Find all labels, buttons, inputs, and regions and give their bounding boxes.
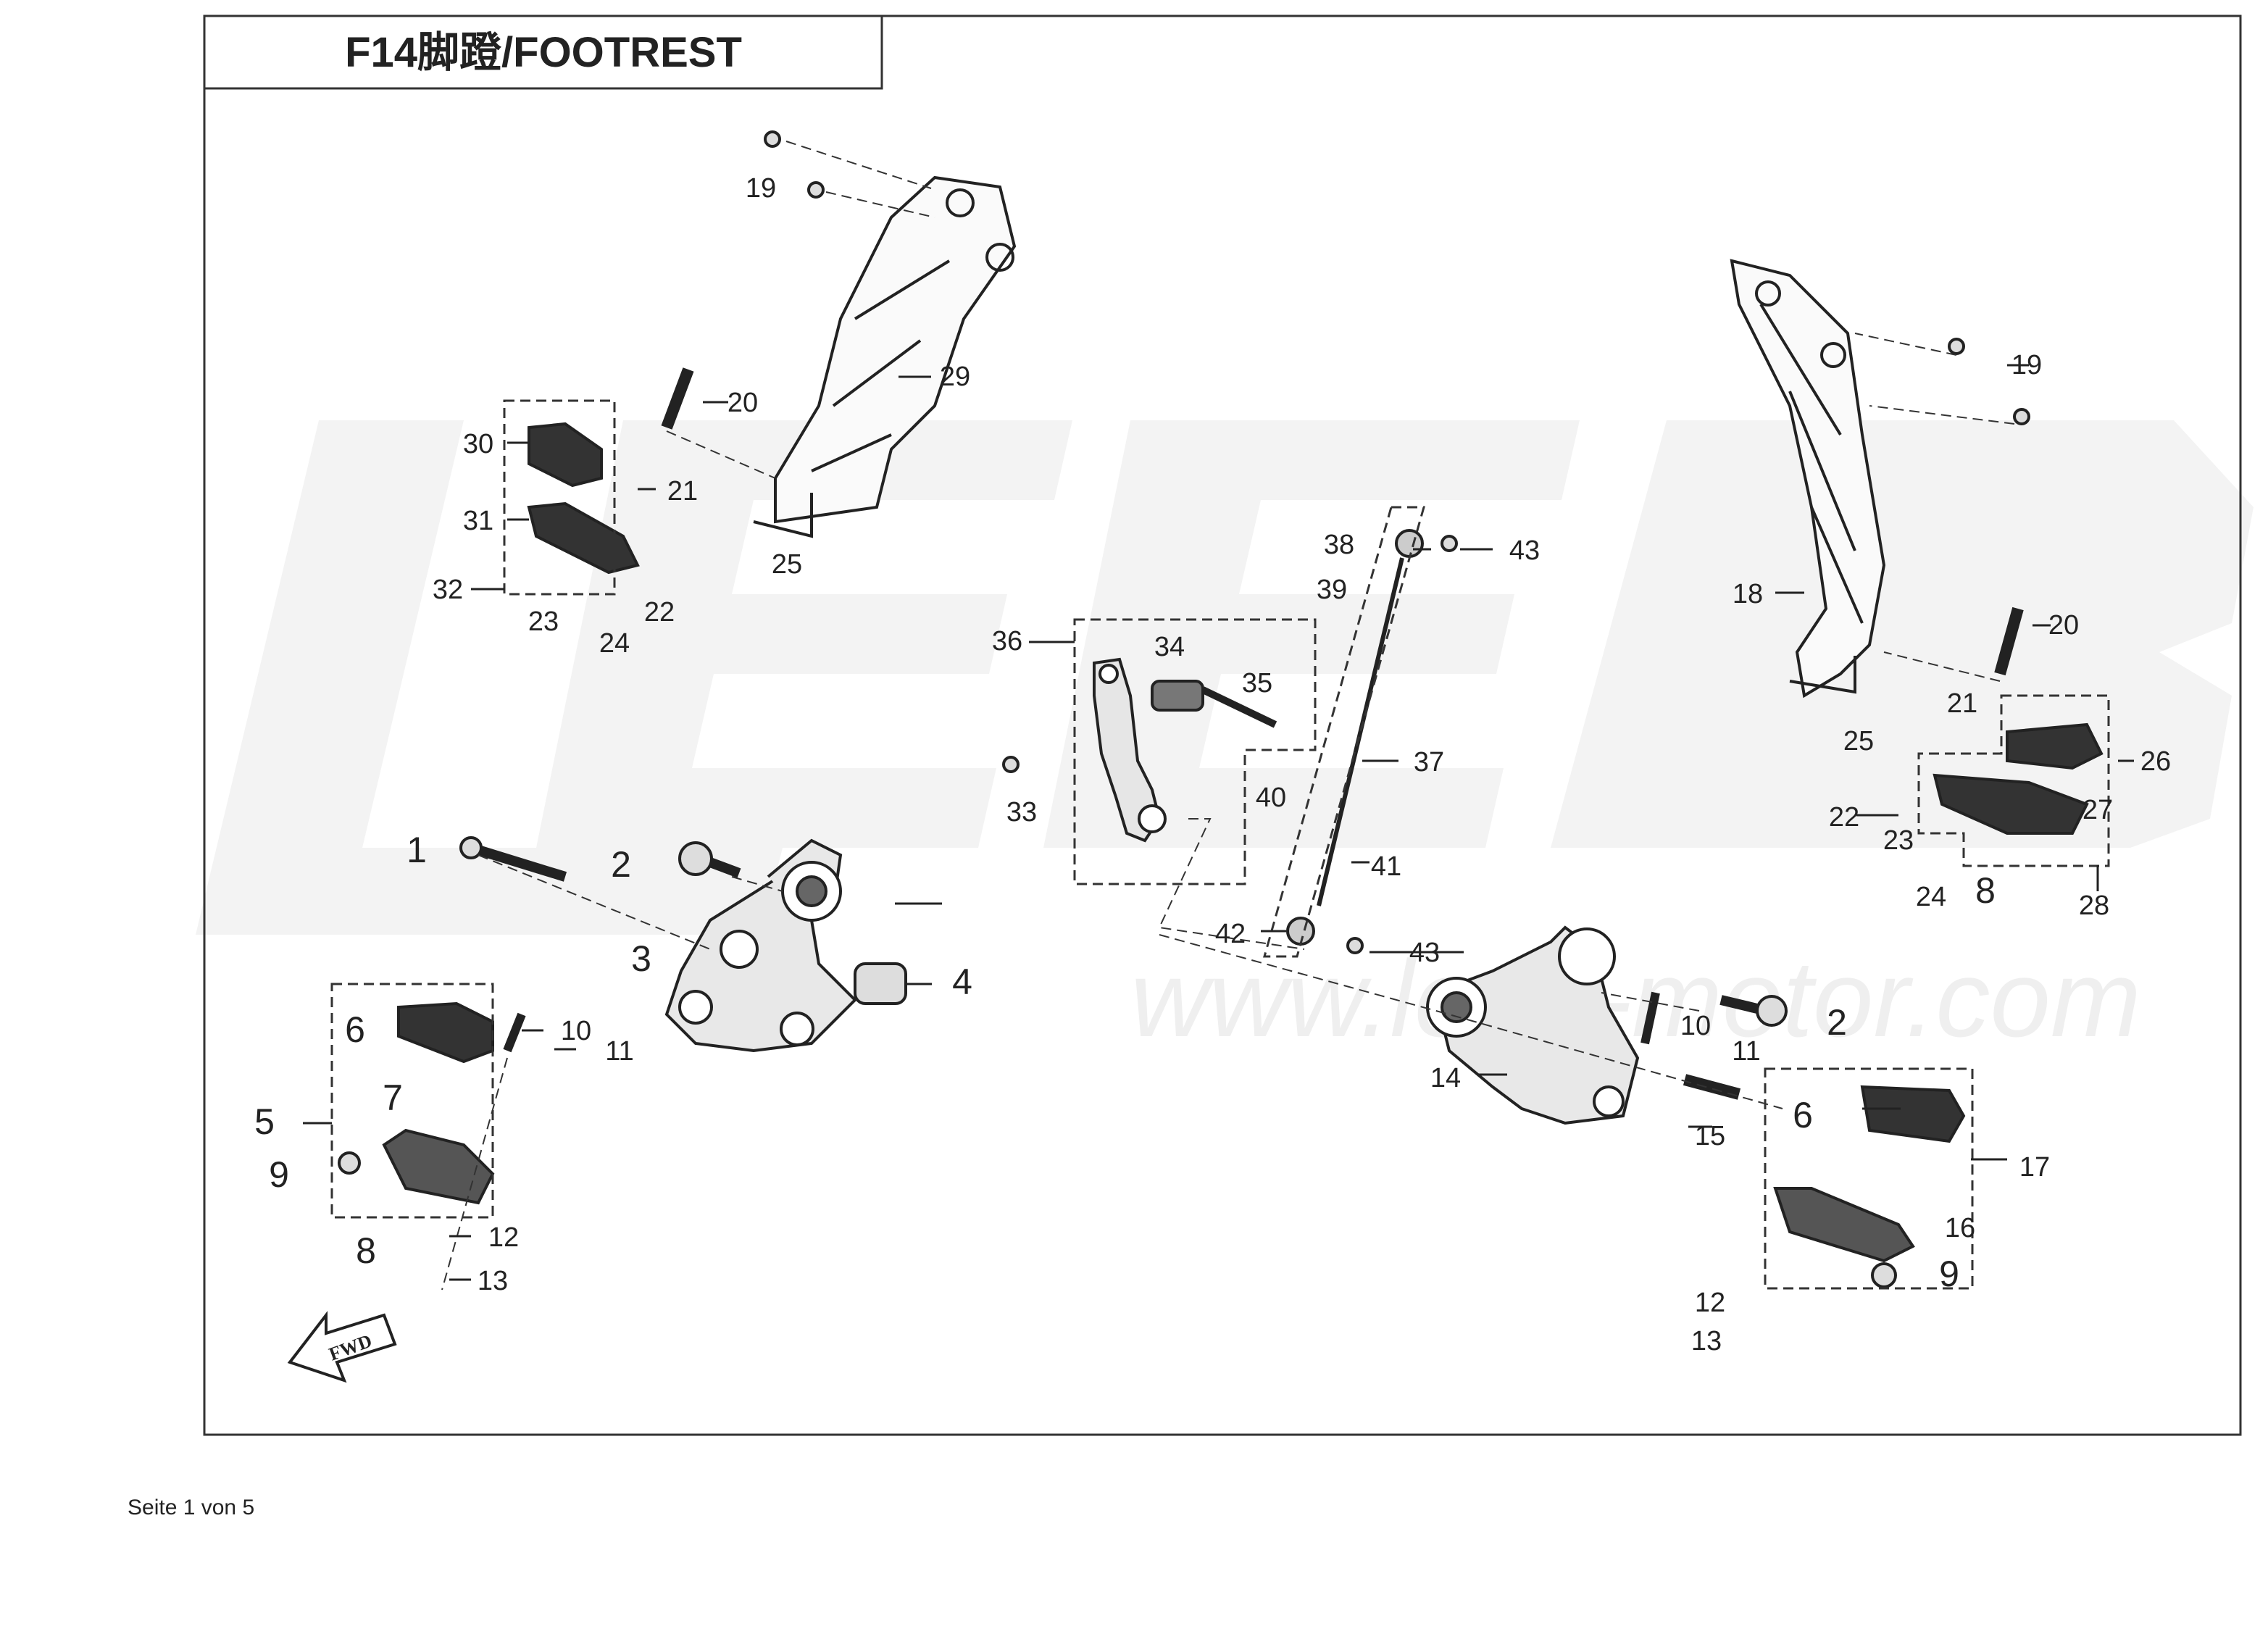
watermark: www.leeb-motor.com <box>196 420 2254 1059</box>
part-number-label: 24 <box>599 628 630 659</box>
part-number-label: 38 <box>1324 530 1354 560</box>
title-box <box>204 16 883 90</box>
part-number-label: 15 <box>1695 1121 1725 1151</box>
part-number-label: 11 <box>605 1036 633 1067</box>
group-box-28 <box>1917 694 2110 867</box>
group-box-17 <box>1764 1067 1974 1290</box>
part-number-label: 21 <box>1947 688 1977 719</box>
part-number-label: 14 <box>1430 1063 1461 1093</box>
part-number-label: 2 <box>611 844 631 885</box>
fwd-arrow-icon: FWD <box>287 1311 397 1383</box>
part-number-label: 22 <box>1829 802 1859 833</box>
part-number-label: 26 <box>2140 746 2171 777</box>
part-number-label: 19 <box>2011 350 2042 380</box>
part-number-label: 43 <box>1409 938 1440 968</box>
fasteners <box>338 130 2030 1288</box>
part-number-label: 40 <box>1256 783 1286 813</box>
page-title: F14脚蹬/FOOTREST <box>345 29 742 76</box>
part-number-label: 35 <box>1242 668 1272 699</box>
left-footrest-holder <box>664 838 857 1053</box>
group-box-36 <box>1073 618 1317 885</box>
right-pillion-bracket <box>1730 259 1886 699</box>
part-number-label: 8 <box>356 1230 376 1271</box>
part-number-label: 41 <box>1371 851 1401 882</box>
part-number-label: 12 <box>488 1222 519 1253</box>
part-number-label: 16 <box>1945 1213 1975 1243</box>
part-number-label: 6 <box>1793 1095 1813 1135</box>
left-pillion-bracket <box>753 175 1017 538</box>
part-number-label: 11 <box>1732 1036 1760 1067</box>
part-number-label: 5 <box>254 1101 275 1142</box>
part-number-label: 13 <box>1691 1326 1722 1356</box>
group-boxes <box>330 399 2110 1290</box>
group-box-37 <box>1263 506 1425 958</box>
part-number-label: 27 <box>2083 795 2113 825</box>
part-number-label: 25 <box>1843 726 1874 756</box>
part-number-label: 21 <box>667 476 698 506</box>
drawing-frame <box>203 14 2242 1436</box>
part-number-label: 31 <box>463 506 493 536</box>
part-number-label: 29 <box>940 362 970 392</box>
group-box-32 <box>503 399 616 596</box>
part-number-label: 36 <box>992 626 1022 656</box>
part-number-label: 2 <box>1827 1002 1847 1043</box>
part-number-label: 39 <box>1317 575 1347 605</box>
part-number-label: 25 <box>772 549 802 580</box>
right-pillion-peg <box>1933 722 2104 835</box>
part-number-label: 19 <box>746 173 776 204</box>
part-number-label: 34 <box>1154 632 1185 662</box>
part-number-label: 7 <box>383 1077 403 1118</box>
part-number-label: 3 <box>631 938 651 979</box>
part-number-label: 18 <box>1733 579 1763 609</box>
part-number-label: 42 <box>1215 919 1246 949</box>
shift-lever <box>1093 657 1277 843</box>
part-number-label: 8 <box>1975 870 1996 911</box>
part-number-label: 24 <box>1916 882 1946 912</box>
part-number-label: 33 <box>1006 797 1037 827</box>
part-number-label: 10 <box>1680 1011 1711 1041</box>
page-footer: Seite 1 von 5 <box>128 1496 255 1519</box>
part-number-label: 12 <box>1695 1288 1725 1318</box>
part-number-label: 23 <box>1883 825 1914 856</box>
part-number-label: 20 <box>2048 610 2079 641</box>
part-number-label: 20 <box>727 388 758 418</box>
part-number-label: 37 <box>1414 747 1444 777</box>
part-number-label: 22 <box>644 597 675 628</box>
shift-rod <box>1286 529 1424 946</box>
part-number-label: 23 <box>528 606 559 637</box>
part-number-label: 4 <box>952 962 972 1002</box>
left-pillion-peg <box>527 422 640 575</box>
part-number-label: 43 <box>1509 535 1540 566</box>
part-number-label: 28 <box>2079 891 2109 921</box>
assembly-lines <box>441 141 2015 1291</box>
part-number-label: 17 <box>2019 1152 2050 1183</box>
part-number-label: 30 <box>463 429 493 459</box>
part-number-label: 9 <box>269 1154 289 1195</box>
left-rider-peg <box>382 1001 495 1205</box>
right-rider-peg <box>1773 1085 1966 1263</box>
part-number-label: 32 <box>433 575 463 605</box>
part-number-label: 6 <box>345 1009 365 1050</box>
label-leaders <box>303 364 2134 1281</box>
part-number-label: 13 <box>478 1266 508 1296</box>
part-number-label: 1 <box>407 830 427 870</box>
part-number-label: 9 <box>1939 1254 1959 1294</box>
part-number-label: 10 <box>561 1016 591 1046</box>
